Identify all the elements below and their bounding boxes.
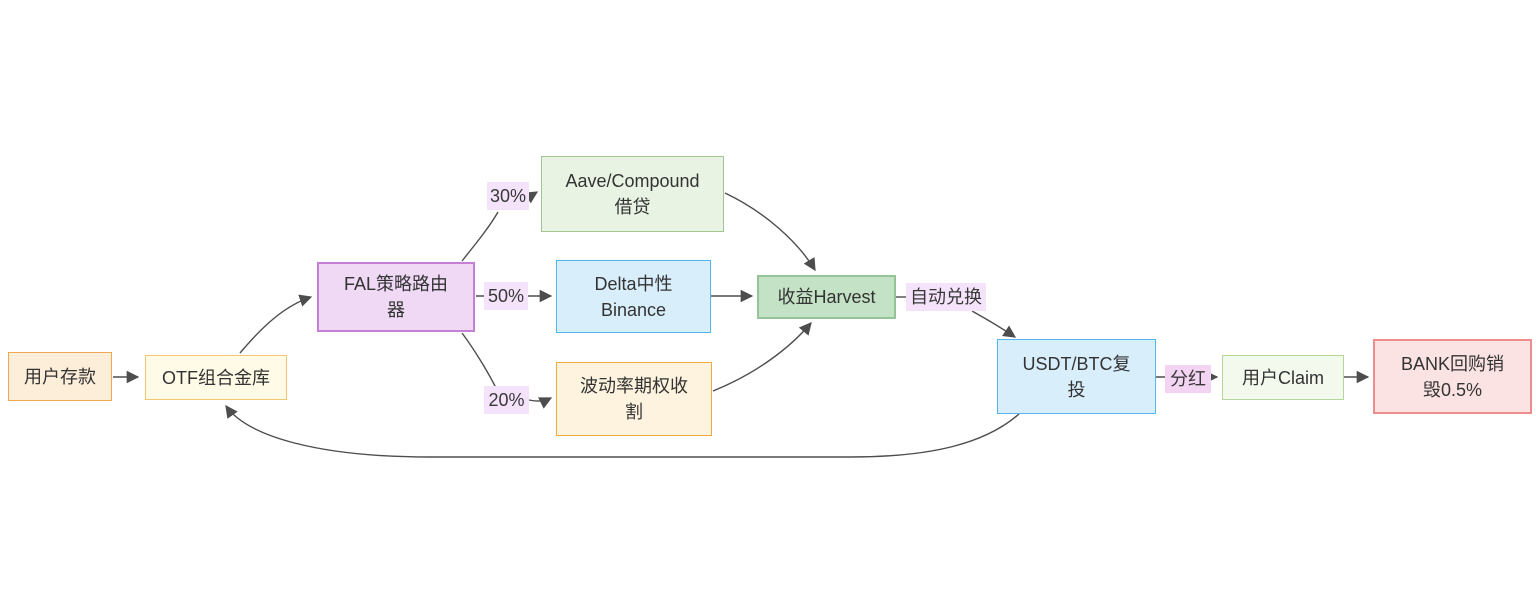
edge-otf-to-fal[interactable]: [239, 294, 313, 354]
edge-label-30-percent[interactable]: 30%: [487, 182, 529, 210]
edge-vol-to-harvest[interactable]: [712, 322, 812, 392]
node-bank-buyback-burn[interactable]: BANK回购销 毁0.5%: [1373, 339, 1532, 414]
node-otf-vault[interactable]: OTF组合金库: [145, 355, 287, 400]
edge-aave-to-harvest[interactable]: [724, 192, 816, 272]
edge-20pct-to-vol[interactable]: [528, 397, 553, 409]
edge-label-to-usdt[interactable]: [971, 310, 1017, 338]
edge-30pct-to-aave[interactable]: [524, 191, 539, 204]
node-user-claim[interactable]: 用户Claim: [1222, 355, 1344, 400]
node-yield-harvest[interactable]: 收益Harvest: [757, 275, 896, 319]
edge-fal-to-20pct[interactable]: [461, 332, 497, 389]
node-usdt-btc-reinvest[interactable]: USDT/BTC复 投: [997, 339, 1156, 414]
node-aave-compound-lending[interactable]: Aave/Compound 借贷: [541, 156, 724, 232]
edge-label-dividend[interactable]: 分红: [1165, 365, 1211, 393]
node-fal-strategy-router[interactable]: FAL策略路由 器: [317, 262, 475, 332]
edge-fal-to-30pct[interactable]: [461, 211, 499, 262]
edge-label-20-percent[interactable]: 20%: [484, 386, 529, 414]
edge-label-auto-swap[interactable]: 自动兑换: [906, 283, 986, 311]
node-user-deposit[interactable]: 用户存款: [8, 352, 112, 401]
edge-label-50-percent[interactable]: 50%: [484, 282, 528, 310]
node-delta-neutral-binance[interactable]: Delta中性 Binance: [556, 260, 711, 333]
node-volatility-option-harvest[interactable]: 波动率期权收 割: [556, 362, 712, 436]
